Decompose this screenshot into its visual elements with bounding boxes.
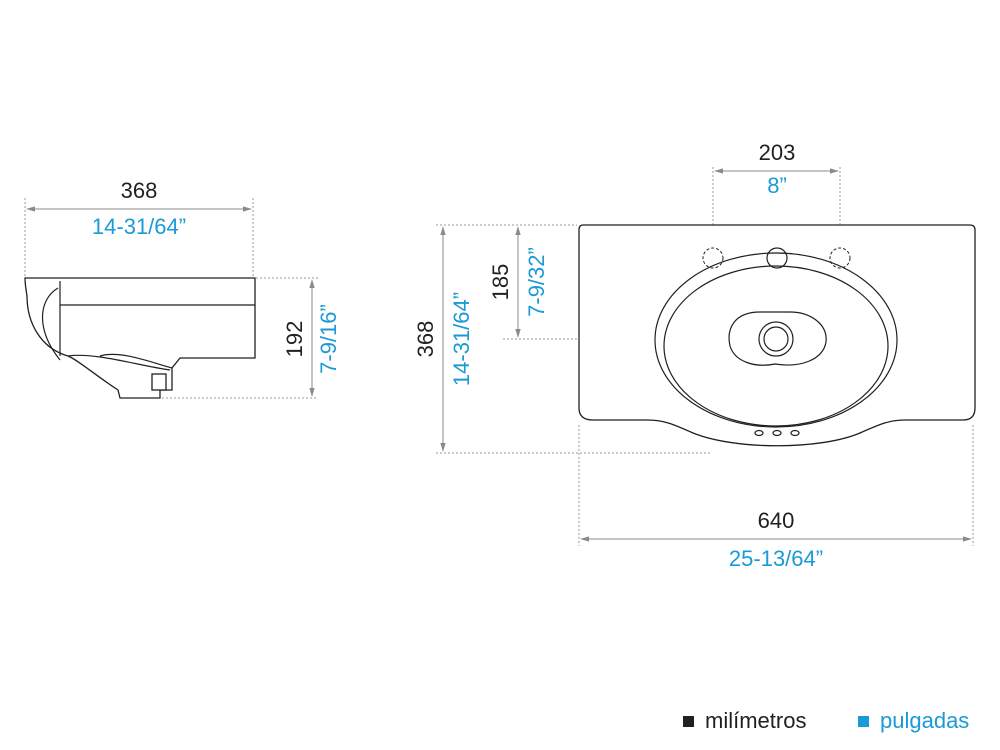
left-tap-knockout (702, 247, 724, 269)
basin-bowl-inner (99, 353, 173, 369)
depth-mm: 368 (413, 321, 438, 358)
legend-in: pulgadas (858, 708, 969, 734)
basin-side-profile (24, 277, 256, 399)
bowl-outer (654, 252, 898, 428)
side-view: 368 14-31/64” 192 7-9/16” (24, 178, 341, 399)
drain-inner (763, 326, 789, 352)
overflow-hole-1 (754, 429, 764, 437)
legend-mm-label: milímetros (705, 708, 807, 733)
overflow-hole-3 (790, 429, 800, 437)
depth-in: 14-31/64” (449, 292, 474, 386)
drain-offset-in: 7-9/32” (524, 247, 549, 317)
side-width-mm: 368 (121, 178, 158, 203)
center-tap-hole (766, 247, 788, 269)
basin-bowl-curve (67, 354, 171, 371)
legend-in-swatch (858, 715, 869, 727)
bowl-inner (663, 265, 889, 427)
legend-mm: milímetros (683, 708, 806, 734)
top-view: 203 8” 368 14-31/64” 185 7-9/32” 640 25-… (413, 140, 976, 571)
drain-offset-mm: 185 (488, 264, 513, 301)
tap-spacing-in: 8” (767, 173, 787, 198)
overflow-hole-2 (772, 429, 782, 437)
legend-in-label: pulgadas (880, 708, 970, 733)
legend-mm-swatch (683, 715, 694, 727)
basin-top-outline (578, 224, 976, 447)
tap-spacing-mm: 203 (759, 140, 796, 165)
drain-outlet (151, 373, 167, 391)
right-tap-knockout (829, 247, 851, 269)
width-mm: 640 (758, 508, 795, 533)
bowl-recess (728, 311, 827, 366)
drain-outer (758, 321, 794, 357)
side-height-mm: 192 (282, 321, 307, 358)
side-width-in: 14-31/64” (92, 214, 186, 239)
side-height-in: 7-9/16” (316, 304, 341, 374)
width-in: 25-13/64” (729, 546, 823, 571)
basin-front-curve (41, 287, 61, 361)
